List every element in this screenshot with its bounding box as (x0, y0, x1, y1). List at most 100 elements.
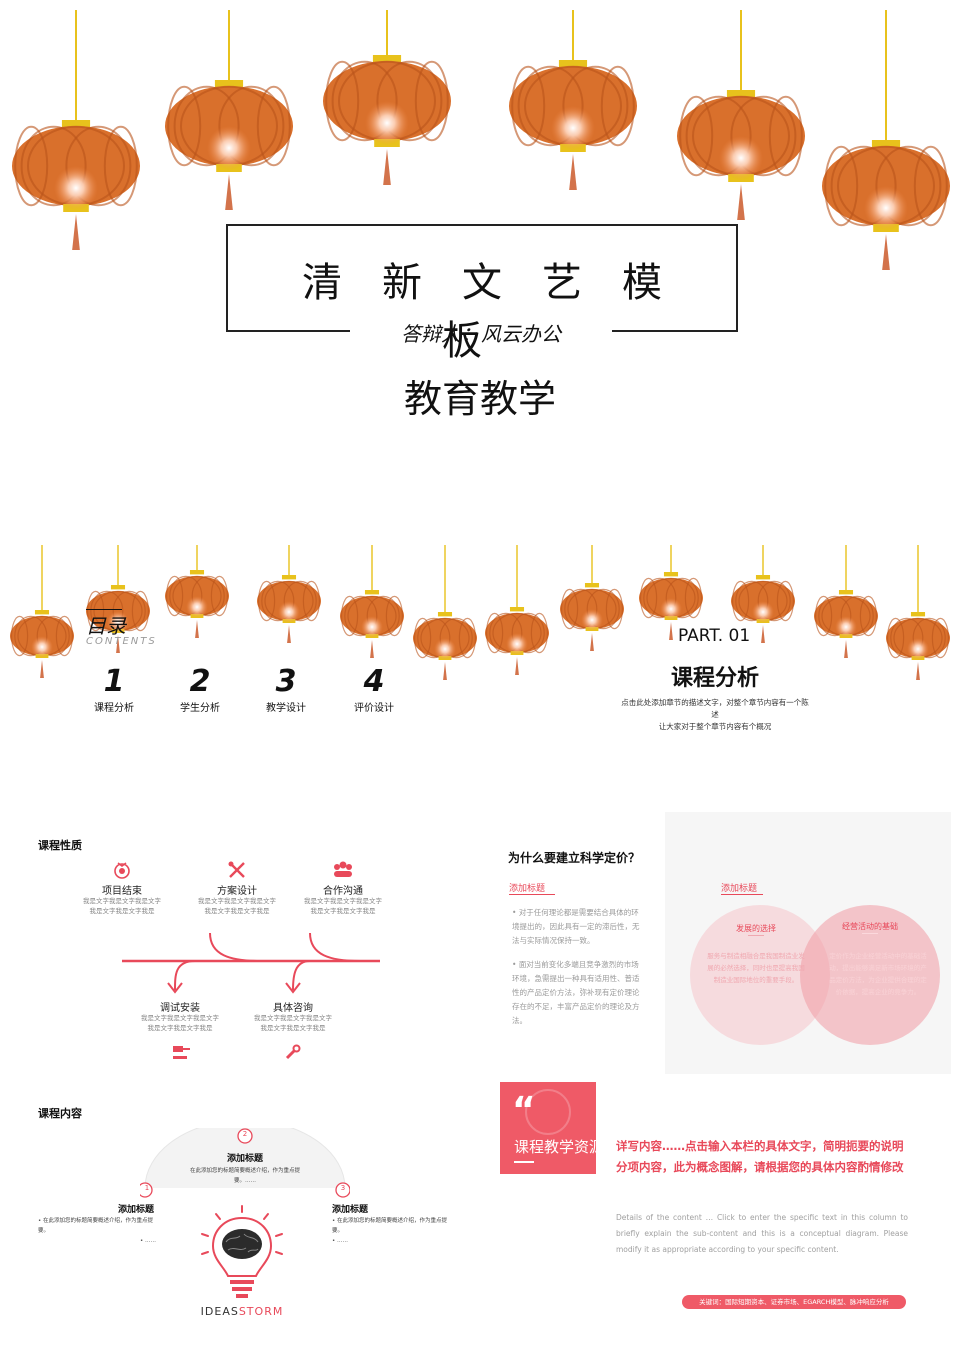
lantern-icon (822, 10, 950, 270)
title-frame-line-left (226, 330, 350, 332)
bullet-dot-1: • (512, 908, 519, 917)
node-title-plan-design: 方案设计 (217, 886, 257, 897)
node-title-cooperation: 合作沟通 (323, 886, 363, 897)
venn-right-rule (862, 933, 878, 934)
resource-quote-box (500, 1082, 596, 1174)
lantern-icon (257, 545, 321, 643)
team-icon (334, 861, 352, 877)
toc-item-1[interactable]: 课程分析 (94, 703, 134, 714)
node-title-project-end: 项目结束 (102, 886, 142, 897)
toc-item-2[interactable]: 学生分析 (180, 703, 220, 714)
why-bullet-2-text: 面对当前变化多端且竞争激烈的市场环境，急需提出一种具有适用性、普适性的产品定价方… (512, 960, 640, 1025)
venn-right-title: 经营活动的基础 (842, 922, 898, 931)
node-desc-project-end: 我是文字我是文字我是文字我是文字我是文字我是 (83, 897, 161, 915)
keywords-badge: 关键词：国际短期资本、证券市场、EGARCH模型、脉冲响应分析 (682, 1295, 906, 1309)
lantern-icon (165, 545, 229, 638)
why-label: 添加标题 (509, 884, 546, 894)
part-label: PART. 01 (678, 626, 751, 646)
lantern-icon (413, 545, 477, 680)
node-desc-consult: 我是文字我是文字我是文字我是文字我是文字我是 (254, 1014, 332, 1032)
step-badge-1: 1 (144, 1184, 150, 1192)
step-badge-3: 3 (340, 1184, 346, 1192)
nature-heading: 课程性质 (38, 839, 82, 852)
bullet-dot-2: • (512, 960, 519, 969)
content-title-3: 添加标题 (332, 1205, 369, 1215)
lantern-icon (560, 545, 624, 651)
tools-icon (228, 861, 245, 878)
presenter-line: 答辩人：风云办公 (401, 322, 561, 346)
content-desc-3: • 在此添加您的标题简要概述介绍，作为重点提要。 • …… (332, 1216, 450, 1246)
lantern-icon (509, 10, 637, 190)
node-desc-cooperation: 我是文字我是文字我是文字我是文字我是文字我是 (304, 897, 382, 915)
resource-title: 课程教学资源 (514, 1138, 596, 1156)
content-desc-3-body: 在此添加您的标题简要概述介绍，作为重点提要。 (332, 1218, 448, 1234)
lantern-icon (886, 545, 950, 680)
toc-subtitle: CONTENTS (86, 636, 157, 647)
content-desc-2-text: 在此添加您的标题简要概述介绍，作为重点提要。 (189, 1168, 300, 1184)
process-flow-line (122, 932, 380, 994)
lantern-icon (814, 545, 878, 658)
venn-left-title: 发展的选择 (736, 924, 776, 933)
watermark-seal-icon (525, 1089, 571, 1135)
content-desc-3-text: • 在此添加您的标题简要概述介绍，作为重点提要。 (332, 1218, 448, 1234)
why-bullet-2: • 面对当前变化多端且竞争激烈的市场环境，急需提出一种具有适用性、普适性的产品定… (512, 958, 642, 1028)
brand-ideas: IDEAS (200, 1305, 239, 1318)
wrench-icon (285, 1044, 301, 1060)
content-more-1-text: …… (145, 1238, 156, 1244)
venn-label: 添加标题 (721, 884, 758, 894)
content-more-1: • …… (140, 1238, 156, 1244)
content-heading: 课程内容 (38, 1107, 82, 1120)
ideas-storm-brand: IDEASSTORM (200, 1305, 284, 1318)
toc-number-4: 4 (363, 664, 385, 699)
lantern-icon (165, 10, 293, 210)
toc-number-3: 3 (275, 664, 297, 699)
toc-item-4[interactable]: 评价设计 (354, 703, 394, 714)
resource-english-text: Details of the content … Click to enter … (616, 1213, 908, 1254)
content-desc-1-body: 在此添加您的标题简要概述介绍，作为重点提要。 (38, 1218, 154, 1234)
content-title-2: 添加标题 (226, 1154, 263, 1164)
why-heading: 为什么要建立科学定价？ (508, 851, 641, 865)
hammer-icon (173, 1046, 190, 1059)
node-desc-install: 我是文字我是文字我是文字我是文字我是文字我是 (141, 1014, 219, 1032)
lantern-icon (677, 10, 805, 220)
why-label-underline (509, 894, 555, 895)
cover-title: 清新文艺模板 (302, 260, 702, 364)
resource-title-underline (514, 1161, 534, 1163)
content-desc-1: • 在此添加您的标题简要概述介绍，作为重点提要。 • …… (38, 1216, 156, 1246)
lantern-icon (485, 545, 549, 675)
why-bullet-1: • 对于任何理论都是需要结合具体的环境提出的，因此具有一定的滞后性，无法与实际情… (512, 906, 642, 948)
content-more-2: …… (245, 1178, 256, 1184)
node-title-install: 调试安装 (160, 1003, 200, 1014)
part-title: 课程分析 (670, 666, 759, 691)
step-badge-2: 2 (242, 1130, 248, 1138)
toc-rule (86, 609, 122, 610)
content-desc-1-text: • 在此添加您的标题简要概述介绍，作为重点提要。 (38, 1218, 154, 1234)
title-frame (226, 224, 738, 332)
toc-number-1: 1 (103, 664, 125, 699)
venn-diagram (690, 905, 940, 1045)
part-description: 点击此处添加章节的描述文字，对整个章节内容有一个陈述 让大家对于整个章节内容有个… (620, 697, 810, 733)
venn-left-desc: 服务与制造相融合是我国制造业发展的必然选择，同时也是提高我国制造业国际地位的重要… (707, 952, 805, 984)
content-more-3: • …… (332, 1238, 348, 1244)
lantern-icon (323, 10, 451, 185)
toc-item-3[interactable]: 教学设计 (266, 703, 306, 714)
content-more-3-text: …… (337, 1238, 348, 1244)
ideas-diagram (140, 1128, 350, 1198)
resource-red-text: 详写内容……点击输入本栏的具体文字，简明扼要的说明分项内容，此为概念图解，请根据… (616, 1139, 904, 1174)
node-title-consult: 具体咨询 (273, 1003, 313, 1014)
toc-number-2: 2 (189, 664, 211, 699)
quote-icon: “ (512, 1090, 536, 1131)
content-desc-2: 在此添加您的标题简要概述介绍，作为重点提要。…… (188, 1166, 302, 1186)
venn-right-desc: 定价作为企业经营活动中的基础活动，提出能够满足新市场环境的产品定价方法，为企业提… (829, 952, 927, 996)
why-bullet-1-text: 对于任何理论都是需要结合具体的环境提出的，因此具有一定的滞后性，无法与实际情况保… (512, 908, 640, 945)
medal-icon (114, 862, 130, 879)
part-desc-line-2: 让大家对于整个章节内容有个概况 (658, 722, 772, 731)
part-desc-line-1: 点击此处添加章节的描述文字，对整个章节内容有一个陈述 (621, 698, 809, 719)
lantern-icon (10, 545, 74, 678)
toc-title: 目录 (86, 614, 126, 638)
content-title-1: 添加标题 (117, 1205, 154, 1215)
venn-left-rule (748, 935, 764, 936)
lightbulb-brain-icon (201, 1205, 283, 1298)
title-frame-line-right (612, 330, 738, 332)
cover-topic: 教育教学 (403, 377, 556, 421)
